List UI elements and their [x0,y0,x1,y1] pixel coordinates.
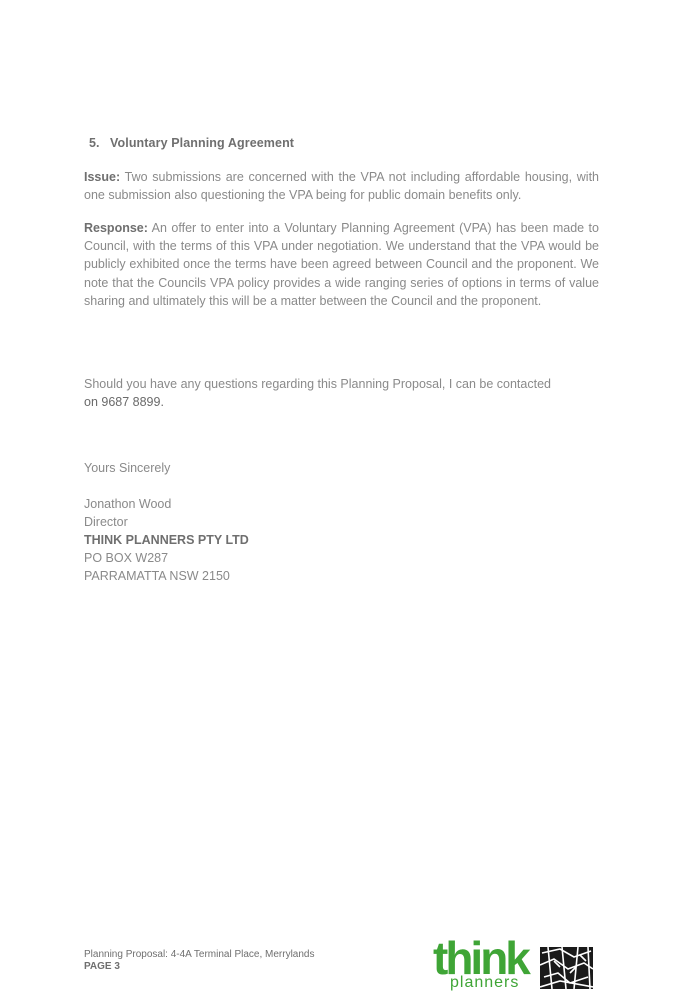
response-text: An offer to enter into a Voluntary Plann… [84,221,599,308]
section-title: Voluntary Planning Agreement [110,136,295,150]
footer-document-title: Planning Proposal: 4-4A Terminal Place, … [84,949,315,960]
contact-phone: on 9687 8899. [84,395,164,410]
signatory-title: Director [84,515,128,529]
section-heading: 5. Voluntary Planning Agreement [89,136,294,150]
logo-map-grid-icon [540,947,593,989]
think-planners-logo-word: think [433,932,531,984]
think-planners-logo-subword: planners [450,974,520,991]
contact-paragraph: Should you have any questions regarding … [84,375,599,411]
issue-text: Two submissions are concerned with the V… [84,170,600,203]
response-label: Response: [84,221,148,235]
contact-text: Should you have any questions regarding … [84,377,551,391]
company-po-box: PO BOX W287 [84,551,169,565]
signatory-name: Jonathon Wood [84,497,172,511]
company-name: THINK PLANNERS PTY LTD [84,533,249,547]
response-paragraph: Response: An offer to enter into a Volun… [84,219,599,310]
issue-label: Issue: [84,170,121,184]
section-number: 5. [89,136,100,150]
closing-salutation: Yours Sincerely [84,461,171,475]
footer-page-number: PAGE 3 [84,961,120,972]
issue-paragraph: Issue: Two submissions are concerned wit… [84,168,599,204]
company-city: PARRAMATTA NSW 2150 [84,569,230,583]
